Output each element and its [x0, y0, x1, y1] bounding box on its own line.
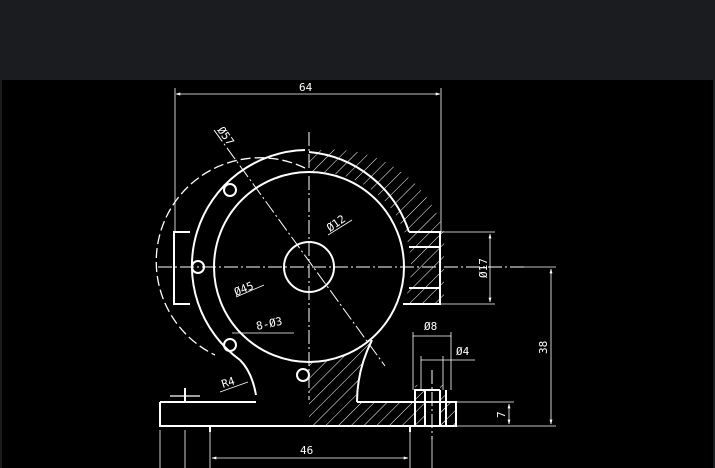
dim-width-64: 64: [299, 81, 313, 94]
dim-diameter-12: Ø12: [324, 212, 348, 234]
dim-radius-4: R4: [220, 374, 237, 391]
dim-width-46: 46: [300, 444, 313, 457]
dim-diameter-57: Ø57: [215, 124, 237, 148]
center-lines: [158, 129, 525, 440]
dimension-lines: [159, 88, 556, 468]
drawing-canvas[interactable]: 64 Ø57 Ø12 Ø17 Ø45 8-Ø3 Ø8 Ø4 38 R4 7 46: [2, 80, 713, 468]
dim-diameter-17: Ø17: [477, 258, 490, 278]
dim-holes-8-dia-3: 8-Ø3: [255, 315, 284, 333]
dim-height-38: 38: [537, 341, 550, 354]
dim-diameter-4: Ø4: [456, 345, 470, 358]
dim-height-7: 7: [495, 411, 508, 418]
title-bar: [0, 0, 715, 80]
cad-drawing: 64 Ø57 Ø12 Ø17 Ø45 8-Ø3 Ø8 Ø4 38 R4 7 46: [155, 81, 556, 468]
dimension-labels: 64 Ø57 Ø12 Ø17 Ø45 8-Ø3 Ø8 Ø4 38 R4 7 46: [215, 81, 550, 457]
dim-diameter-8: Ø8: [424, 320, 437, 333]
section-hatch: [309, 149, 456, 426]
dim-diameter-45: Ø45: [232, 279, 255, 298]
